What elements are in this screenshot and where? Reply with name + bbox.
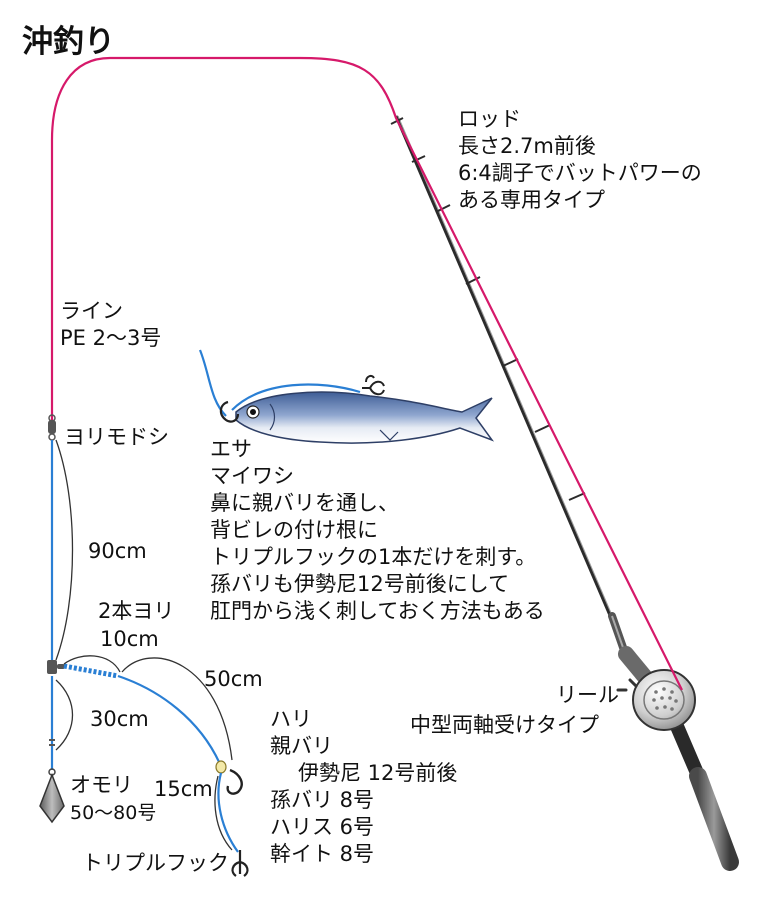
bait-leader-to-triple (231, 383, 361, 411)
dorsal-triple-hook-icon (362, 374, 385, 396)
dim-twist-heading: 2本ヨリ (98, 599, 175, 623)
reel-heading: リール (556, 683, 619, 707)
rod-label: ロッド 長さ2.7m前後 6:4調子でバットパワーの ある専用タイプ (458, 106, 702, 214)
dim-50cm: 50cm (204, 667, 263, 691)
line-spec: PE 2〜3号 (60, 326, 162, 350)
sinker-heading: オモリ (70, 773, 133, 797)
bait-note-3: トリプルフックの1本だけを刺す。 (210, 545, 537, 569)
nose-hook-icon (219, 400, 240, 423)
trailer-leader (217, 772, 239, 853)
bait-note-2: 背ビレの付け根に (210, 518, 378, 542)
twisted-branch (63, 663, 119, 679)
reel-spec: 中型両軸受けタイプ (410, 713, 599, 737)
dim-15cm: 15cm (154, 777, 213, 801)
trailer-hook-spec: 孫バリ 8号 (270, 788, 375, 812)
baitcast-reel (616, 669, 696, 731)
triple-swivel-icon (47, 660, 65, 674)
bait-note-1: 鼻に親バリを通し、 (210, 491, 399, 515)
main-hook-spec: 伊勢尼 12号前後 (298, 761, 458, 785)
arc-50cm (121, 657, 233, 761)
rod-heading: ロッド (458, 107, 521, 131)
main-line-pe (50, 56, 683, 691)
bait-note-4: 孫バリも伊勢尼12号前後にして (210, 572, 510, 596)
sinker-icon (39, 768, 65, 824)
arc-90cm (55, 439, 74, 661)
bait-label: エサ マイワシ 鼻に親バリを通し、 背ビレの付け根に トリプルフックの1本だけを… (210, 436, 545, 625)
dimension-arcs (55, 439, 233, 851)
sinker-spec: 50〜80号 (70, 802, 157, 824)
rod-type: ある専用タイプ (458, 188, 605, 212)
main-hook-icon (226, 768, 243, 795)
triple-hook-label: トリプルフック (82, 851, 229, 875)
rod-length: 長さ2.7m前後 (458, 134, 596, 158)
reel-handle (616, 678, 638, 692)
arc-30cm (55, 679, 74, 751)
dim-30cm: 30cm (90, 707, 149, 731)
arc-10cm (63, 655, 121, 673)
line-label: ライン PE 2〜3号 (60, 298, 161, 352)
bead-icon (215, 760, 227, 774)
dim-90cm: 90cm (88, 539, 147, 563)
rod-action: 6:4調子でバットパワーの (458, 161, 702, 185)
dim-10cm: 10cm (100, 627, 159, 651)
hook-heading: ハリ (270, 707, 312, 731)
trunk-spec: 幹イト 8号 (270, 842, 375, 866)
harisu-leader (117, 674, 222, 765)
rod-guides (390, 117, 586, 501)
bait-note-5: 肛門から浅く刺しておく方法もある (210, 599, 545, 623)
rod-tip-section (394, 115, 614, 621)
page-title: 沖釣り (22, 24, 115, 60)
swivel-label: ヨリモドシ (64, 425, 169, 449)
bait-leader-in (198, 349, 227, 417)
triple-hook-icon (231, 850, 249, 877)
bait-species: マイワシ (210, 464, 294, 488)
hook-info: ハリ 親バリ 伊勢尼 12号前後 孫バリ 8号 ハリス 6号 幹イト 8号 (270, 706, 457, 868)
rod-grip (689, 767, 739, 871)
leader-spec: ハリス 6号 (270, 815, 375, 839)
line-heading: ライン (60, 299, 123, 323)
bait-sardine (198, 349, 495, 444)
bait-heading: エサ (210, 437, 252, 461)
arc-15cm (214, 775, 233, 851)
main-hook-label: 親バリ (270, 734, 333, 758)
